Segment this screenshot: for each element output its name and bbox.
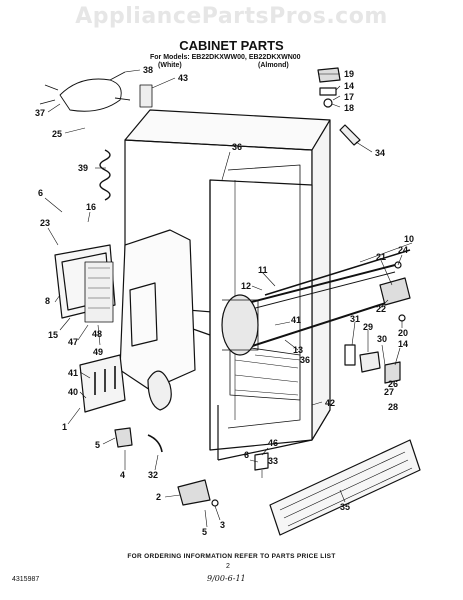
- evaporator-housing: [221, 294, 259, 356]
- callout-1: 1: [62, 422, 67, 432]
- model-number-white: EB22DKXWW00: [191, 54, 245, 61]
- left-panel: [54, 229, 196, 391]
- callout-48: 48: [92, 329, 102, 339]
- callout-41-right: 41: [291, 315, 301, 325]
- callout-10: 10: [404, 234, 414, 244]
- callout-15: 15: [48, 330, 58, 340]
- callout-30: 30: [377, 334, 387, 344]
- bottom-bracket: [79, 354, 126, 413]
- callout-39: 39: [78, 163, 88, 173]
- page-title: CABINET PARTS: [179, 38, 284, 53]
- callout-13: 13: [293, 345, 303, 355]
- callout-22: 22: [376, 304, 386, 314]
- wiring-harness: [39, 71, 153, 112]
- model-list: For Models: EB22DKXWW00, EB22DKXWN00 (Wh…: [150, 54, 301, 70]
- callout-6: 6: [38, 188, 43, 198]
- model-number-almond: EB22DKXWN00: [248, 54, 301, 61]
- callout-37: 37: [35, 108, 45, 118]
- toe-grille: [269, 439, 421, 536]
- model-color-almond: (Almond): [258, 62, 289, 69]
- callout-3: 3: [220, 520, 225, 530]
- callout-40: 40: [68, 387, 78, 397]
- callout-14: 14: [344, 81, 354, 91]
- callout-5-upper: 5: [95, 440, 100, 450]
- callout-33: 33: [268, 456, 278, 466]
- models-prefix: For Models:: [150, 54, 192, 61]
- callout-49: 49: [93, 347, 103, 357]
- callout-29: 29: [363, 322, 373, 332]
- callout-4: 4: [120, 470, 125, 480]
- callout-14-right: 14: [398, 339, 408, 349]
- leader-lines: [44, 69, 413, 528]
- callout-36-lower: 36: [300, 355, 310, 365]
- callout-43: 43: [178, 73, 188, 83]
- callout-35: 35: [340, 502, 350, 512]
- callout-23: 23: [40, 218, 50, 228]
- callout-32: 32: [148, 470, 158, 480]
- callout-2: 2: [156, 492, 161, 502]
- callout-labels: 38 43 19 14 17 18 37 25 34 36 39 6 16 23…: [35, 65, 414, 537]
- callout-27: 27: [384, 387, 394, 397]
- callout-6-lower: 6: [244, 450, 249, 460]
- models-separator: ,: [244, 54, 249, 61]
- right-hinge-assembly: [344, 261, 411, 384]
- document-number: 4315987: [12, 576, 40, 583]
- callout-47: 47: [68, 337, 78, 347]
- callout-25: 25: [52, 129, 62, 139]
- callout-17: 17: [344, 92, 354, 102]
- callout-21: 21: [376, 252, 386, 262]
- callout-20: 20: [398, 328, 408, 338]
- callout-8: 8: [45, 296, 50, 306]
- callout-11: 11: [258, 265, 268, 275]
- callout-41-left: 41: [68, 368, 78, 378]
- callout-42: 42: [325, 398, 335, 408]
- ordering-note: FOR ORDERING INFORMATION REFER TO PARTS …: [127, 553, 336, 560]
- callout-5-lower: 5: [202, 527, 207, 537]
- coiled-tube: [99, 149, 111, 201]
- shelf-rails: [239, 249, 411, 351]
- callout-19: 19: [344, 69, 354, 79]
- callout-18: 18: [344, 103, 354, 113]
- watermark: AppliancePartsPros.com: [75, 4, 388, 29]
- model-color-white: (White): [158, 62, 182, 69]
- callout-24: 24: [398, 245, 408, 255]
- top-hinge: [317, 67, 361, 146]
- callout-28: 28: [388, 402, 398, 412]
- callout-26: 26: [388, 379, 398, 389]
- page-number: 2: [226, 563, 230, 570]
- callout-36: 36: [232, 142, 242, 152]
- callout-34: 34: [375, 148, 385, 158]
- handwritten-note: 9/00-6-11: [207, 574, 246, 583]
- bottom-small-parts: [114, 370, 269, 507]
- callout-12: 12: [241, 281, 251, 291]
- callout-31: 31: [350, 314, 360, 324]
- callout-16: 16: [86, 202, 96, 212]
- callout-38: 38: [143, 65, 153, 75]
- callout-46: 46: [268, 438, 278, 448]
